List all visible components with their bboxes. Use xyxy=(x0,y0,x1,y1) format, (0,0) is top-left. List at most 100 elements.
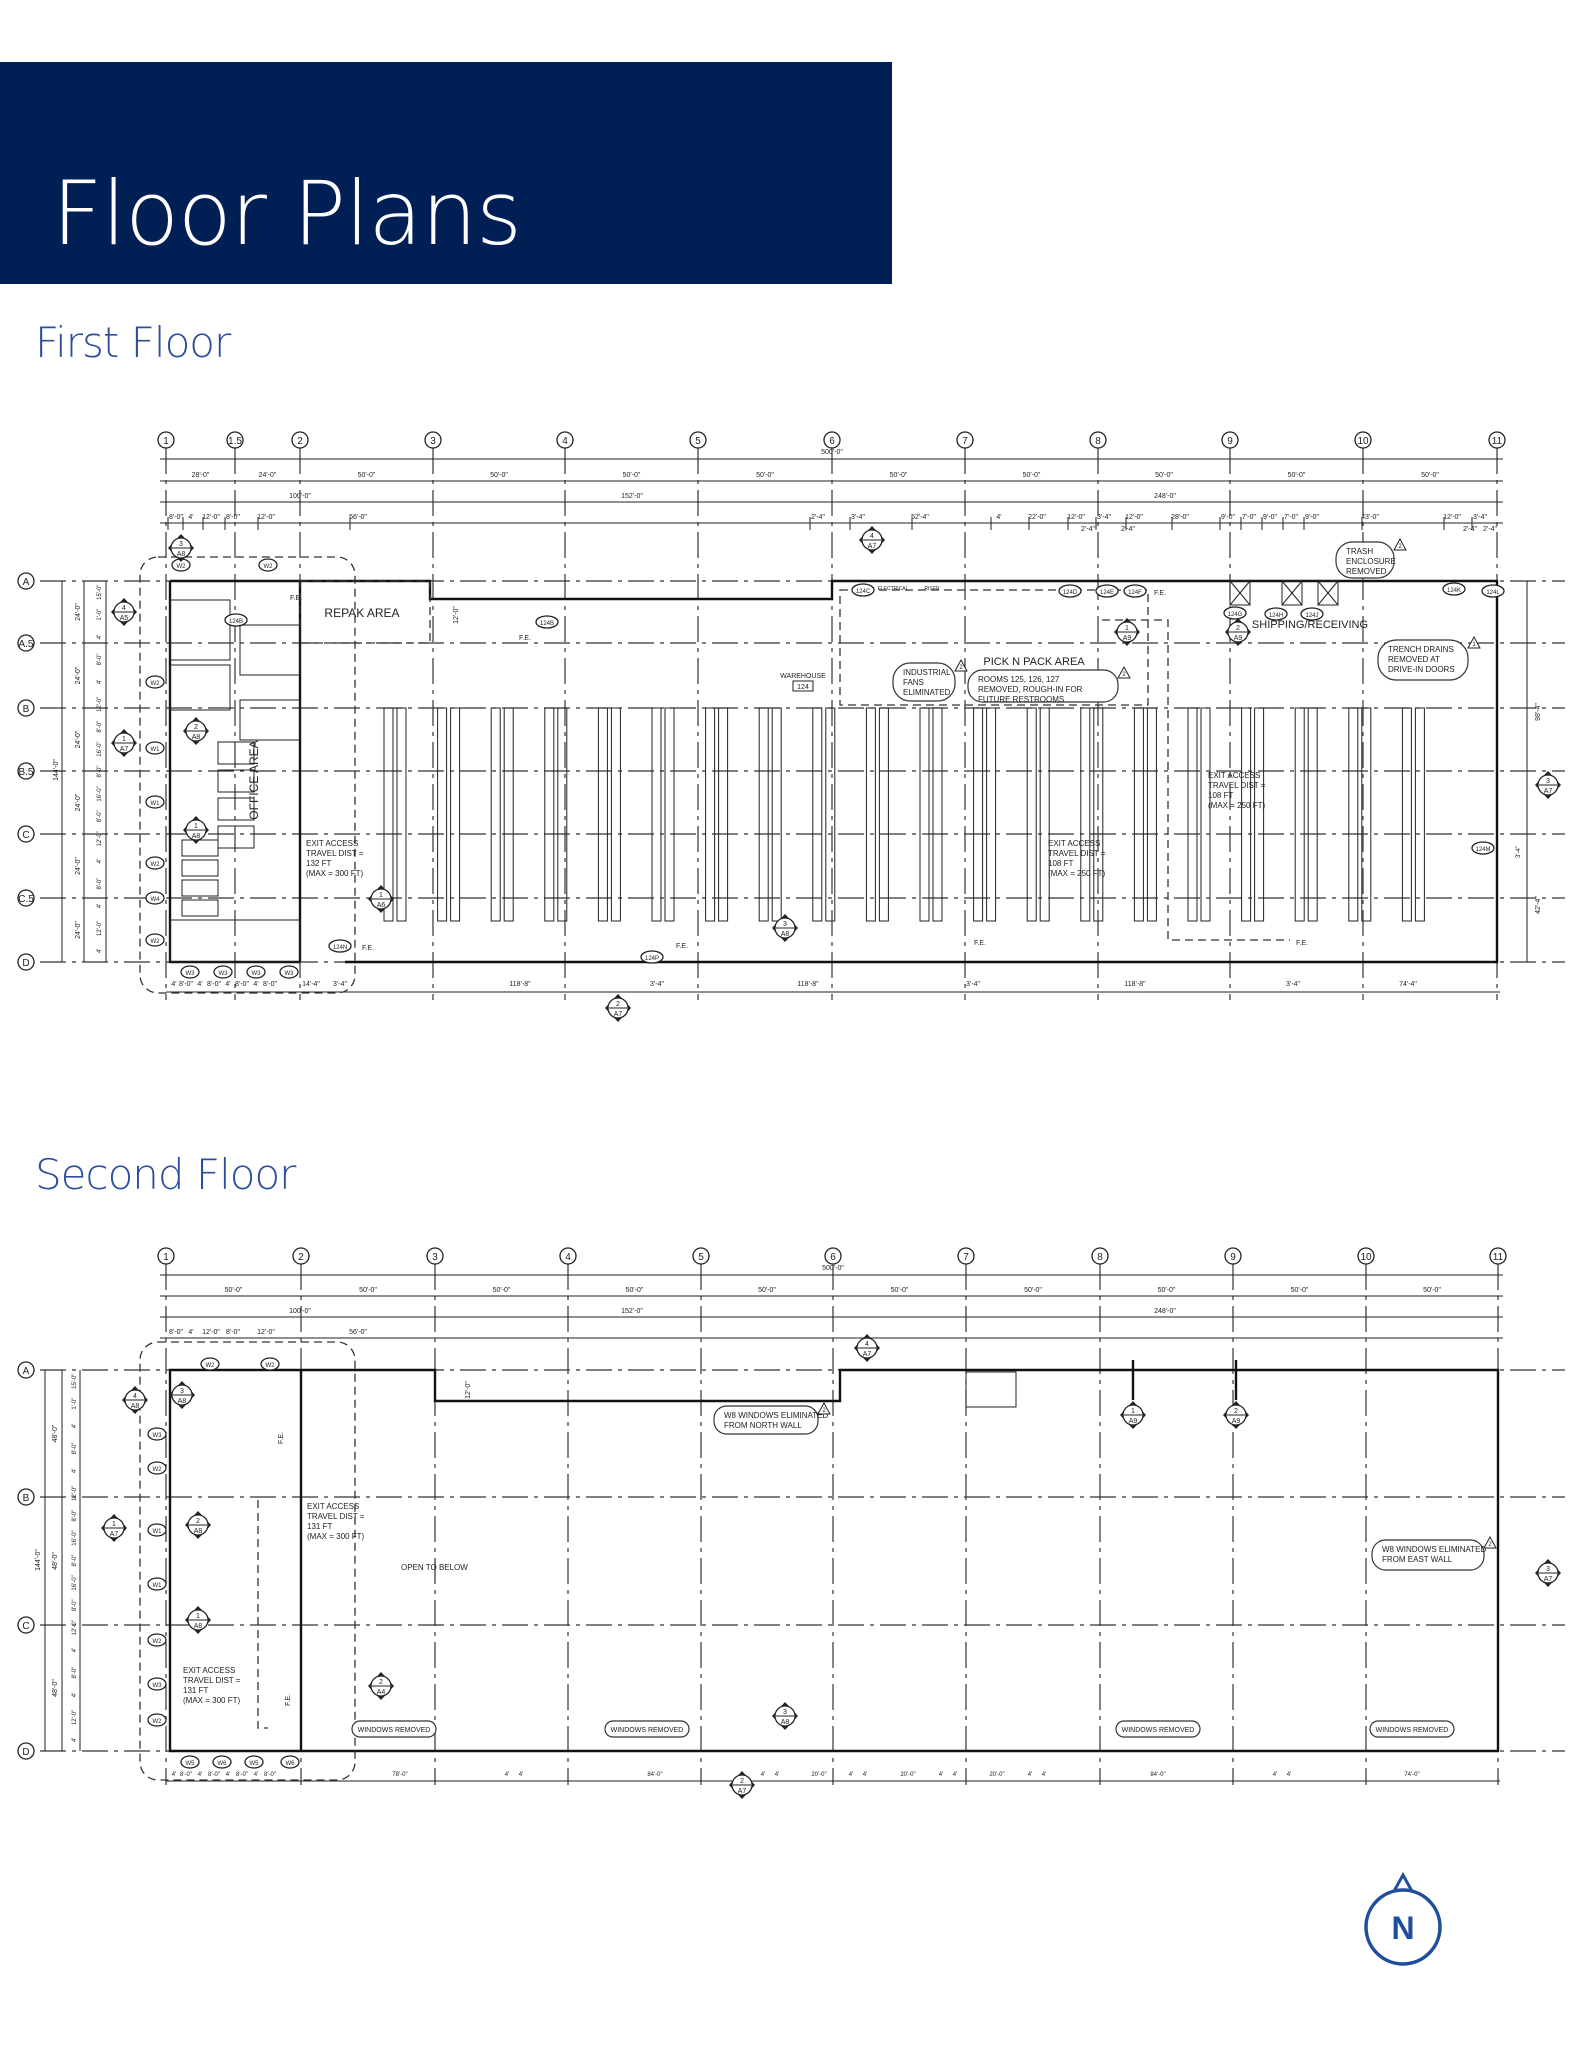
grid-bubble xyxy=(17,634,35,652)
tag-label: W2 xyxy=(151,939,161,945)
label: 24'-0" xyxy=(75,603,82,621)
grid-bubble xyxy=(1354,431,1372,449)
label: 50'-0" xyxy=(1158,1287,1176,1294)
grid-bubble xyxy=(17,1361,35,1379)
north-pointer xyxy=(1391,1871,1415,1894)
section-number: 1 xyxy=(112,1521,116,1528)
section-number: 2 xyxy=(1234,1408,1238,1415)
label: 3'-4" xyxy=(851,514,865,521)
tag-label: 124D xyxy=(1063,590,1078,596)
exit-route-line xyxy=(257,1500,268,1729)
label: 4' xyxy=(188,1329,193,1336)
note-line: 131 FT xyxy=(307,1522,332,1531)
section-sheet: A8 xyxy=(194,1623,203,1630)
label: 50'-0" xyxy=(623,472,641,479)
storage-rack xyxy=(758,707,769,922)
title-banner: Floor Plans xyxy=(0,62,892,284)
label: 3'-4" xyxy=(333,981,347,988)
grid-label: C.5 xyxy=(18,894,34,905)
note-line: 132 FT xyxy=(306,859,331,868)
exterior-wall xyxy=(168,1368,1500,1753)
tag-outline xyxy=(640,950,664,964)
revision-number: 2 xyxy=(1122,672,1126,678)
grid-label: 8 xyxy=(1097,1252,1103,1263)
storage-rack xyxy=(1401,707,1412,922)
page-title: Floor Plans xyxy=(52,162,522,265)
grid-label: 10 xyxy=(1357,436,1369,447)
tag-outline xyxy=(145,856,165,870)
section-sheet: A8 xyxy=(178,1398,187,1405)
label: 12'-0" xyxy=(72,1710,78,1725)
storage-rack xyxy=(1026,707,1037,922)
revision-triangle-icon xyxy=(1393,537,1407,551)
section-sheet: A7 xyxy=(614,1011,623,1018)
tag-label: W2 xyxy=(206,1363,216,1369)
tag-label: W3 xyxy=(153,1433,163,1439)
label: 28'-0" xyxy=(1171,514,1189,521)
label: 4' xyxy=(775,1772,779,1778)
label: 8'-0" xyxy=(208,1772,220,1778)
grid-label: B xyxy=(23,1493,30,1504)
grid-label: 6 xyxy=(830,1252,836,1263)
label: 12'-0" xyxy=(202,1329,220,1336)
north-circle xyxy=(1364,1888,1442,1966)
section-marker-icon: 1A8 xyxy=(183,816,209,844)
tag-outline xyxy=(1058,584,1082,598)
section-number: 1 xyxy=(379,892,383,899)
label: 8'-0" xyxy=(97,766,103,778)
storage-rack xyxy=(1133,707,1144,922)
label: 4' xyxy=(198,1772,202,1778)
section-sheet: A4 xyxy=(377,1689,386,1696)
tag-outline xyxy=(145,675,165,689)
note-line: TRENCH DRAINS xyxy=(1388,645,1454,654)
label: 4' xyxy=(72,1693,78,1697)
storage-rack xyxy=(1146,707,1157,922)
section-marker-icon: 4A7 xyxy=(859,526,885,554)
dock-door-x xyxy=(1317,580,1339,606)
label: 12'-0" xyxy=(257,1329,275,1336)
label: 78'-0" xyxy=(392,1772,407,1778)
label: 248'-0" xyxy=(1154,493,1176,500)
label: RISER xyxy=(924,586,940,592)
label: 98'-4" xyxy=(1535,703,1542,721)
revision-cloud xyxy=(1371,1539,1485,1571)
storage-rack xyxy=(878,707,889,922)
grid-label: 10 xyxy=(1360,1252,1372,1263)
section-number: 1 xyxy=(122,736,126,743)
tag-label: W6 xyxy=(218,1761,228,1767)
storage-rack xyxy=(610,707,621,922)
section-sheet: A7 xyxy=(863,1351,872,1358)
grid-label: 7 xyxy=(962,436,968,447)
storage-rack xyxy=(1414,707,1425,922)
label: 20'-0" xyxy=(989,1772,1004,1778)
tag-label: W2 xyxy=(153,1467,163,1473)
section-marker-icon: 2A9 xyxy=(1225,618,1251,646)
grid-label: 1 xyxy=(163,1252,169,1263)
section-sheet: A7 xyxy=(110,1531,119,1538)
note-line: TRAVEL DIST = xyxy=(307,1512,365,1521)
office-room xyxy=(239,624,301,676)
note-line: WINDOWS REMOVED xyxy=(611,1727,684,1734)
revision-triangle-icon xyxy=(1467,635,1481,649)
grid-bubble xyxy=(17,1488,35,1506)
north-label: N xyxy=(1391,1910,1414,1946)
grid-bubble xyxy=(17,953,35,971)
storage-rack xyxy=(1361,707,1372,922)
label: 7'-0" xyxy=(1242,514,1256,521)
grid-label: C xyxy=(22,830,29,841)
label: 8'-0" xyxy=(72,1442,78,1454)
section-marker-icon: 3A8 xyxy=(772,914,798,942)
revision-triangle-icon xyxy=(954,658,968,672)
grid-bubble xyxy=(424,431,442,449)
storage-rack xyxy=(557,707,568,922)
first-floor-heading: First Floor xyxy=(35,318,231,367)
label: 2'-4" xyxy=(1081,526,1095,533)
storage-rack xyxy=(544,707,555,922)
label: 4' xyxy=(1273,1772,1277,1778)
tag-outline xyxy=(328,939,352,953)
grid-label: 5 xyxy=(695,436,701,447)
grid-label: 2 xyxy=(297,436,303,447)
label: 2'-4" xyxy=(1483,526,1497,533)
storage-rack xyxy=(825,707,836,922)
